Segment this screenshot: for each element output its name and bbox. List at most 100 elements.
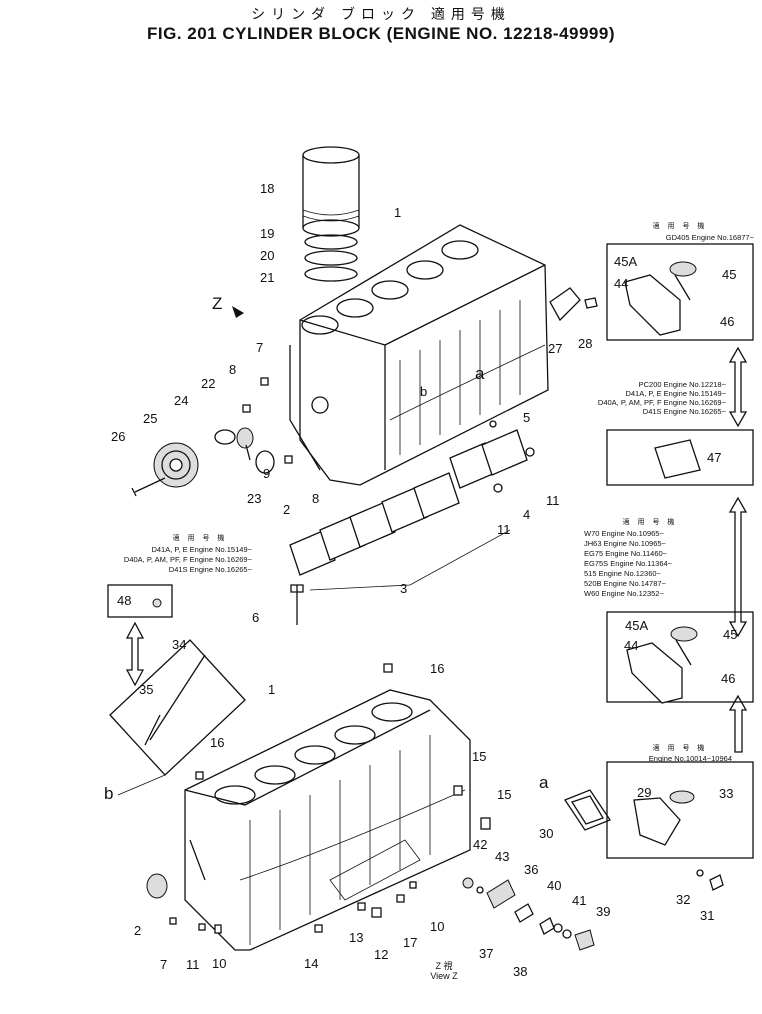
double-arrows [125,346,748,753]
callout-40: 40 [547,878,562,893]
callout-31: 31 [700,908,715,923]
callout-45a-1: 45A [614,254,638,269]
small-fittings-drawing [169,663,595,951]
callout-a-top: a [475,364,485,383]
callout-47: 47 [707,450,722,465]
note-box2-line1: PC200 Engine No.12218~ [638,380,726,389]
callout-45-2: 45 [723,627,738,642]
note-box2-line2: D41A, P, E Engine No.15149~ [625,389,726,398]
lower-cylinder-block-drawing [146,689,471,951]
callout-8b: 8 [312,491,320,506]
callout-16b: 16 [210,735,225,750]
callout-19: 19 [260,226,275,241]
note-box-4 [606,761,754,859]
cover-gasket-drawing [549,287,581,322]
callout-24: 24 [174,393,189,408]
callout-48: 48 [117,593,132,608]
callout-13: 13 [349,930,364,945]
note-box4-header: 適 用 号 機 [652,745,708,752]
callout-43: 43 [495,849,510,864]
note-box3-line1: W70 Engine No.10965~ [584,529,664,538]
callout-10b: 10 [430,919,445,934]
japanese-title: シリンダ ブロック 適用号機 [251,6,511,22]
callout-44-1: 44 [614,276,629,291]
callout-45-1: 45 [722,267,737,282]
note-left-line1: D41A, P, E Engine No.15149~ [151,545,252,554]
note-box4-line1: Engine No.10014~10964 [648,754,732,763]
cylinder-liner-drawing [302,146,360,282]
callout-35: 35 [139,682,154,697]
callout-5: 5 [523,410,531,425]
callout-7: 7 [256,340,264,355]
main-bearing-caps-drawing [289,429,528,591]
callout-23: 23 [247,491,262,506]
callout-17: 17 [403,935,418,950]
callout-20: 20 [260,248,275,263]
callout-14: 14 [304,956,319,971]
note-box3-header: 適 用 号 機 [622,519,678,526]
callout-37: 37 [479,946,494,961]
note-box3-line5: 515 Engine No.12360~ [584,569,661,578]
dipstick-box [109,639,246,776]
figure-title: FIG. 201 CYLINDER BLOCK (ENGINE NO. 1221… [146,24,616,43]
callout-36: 36 [524,862,539,877]
callout-39: 39 [596,904,611,919]
view-z-arrow [232,306,244,318]
washer-48-box [107,584,173,618]
note-box3-line3: EG75 Engine No.11460~ [584,549,668,558]
note-box2-line4: D41S Engine No.16265~ [642,407,726,416]
callout-15b: 15 [497,787,512,802]
callout-b-bottom: b [104,784,114,803]
callout-8: 8 [229,362,237,377]
callout-2: 2 [283,502,291,517]
note-left-header: 適 用 号 機 [172,535,228,542]
callout-28: 28 [578,336,593,351]
callout-32: 32 [676,892,691,907]
note-box1-line1: GD405 Engine No.16877~ [665,233,754,242]
note-box-1 [606,243,754,341]
note-box-2 [606,429,754,486]
note-left-line3: D41S Engine No.16265~ [168,565,252,574]
callout-18: 18 [260,181,275,196]
callout-9: 9 [263,466,271,481]
callout-11c: 11 [186,957,200,972]
callout-12: 12 [374,947,389,962]
callout-4: 4 [523,507,531,522]
callout-27: 27 [548,341,563,356]
note-left-line2: D40A, P, AM, PF, F Engine No.16269~ [123,555,252,564]
callout-41: 41 [572,893,587,908]
callout-21: 21 [260,270,275,285]
callout-46-1: 46 [720,314,735,329]
idler-gear-drawing [131,377,293,497]
note-box2-line3: D40A, P, AM, PF, F Engine No.16269~ [597,398,726,407]
note-box3-line6: 520B Engine No.14787~ [584,579,666,588]
callout-22: 22 [201,376,216,391]
note-box3-line7: W60 Engine No.12352~ [584,589,664,598]
bolt-28-drawing [584,297,598,309]
view-z-label: View Z [430,971,458,981]
callout-15a: 15 [472,749,487,764]
callout-29: 29 [637,785,652,800]
callout-11a: 11 [546,493,560,508]
callout-1: 1 [394,205,402,220]
callout-16a: 16 [430,661,445,676]
view-z-label-jp: Z 視 [435,961,453,971]
callout-7b: 7 [160,957,168,972]
bolt-6-drawing [290,584,304,625]
note-box1-header: 適 用 号 機 [652,223,708,230]
callout-42: 42 [473,837,488,852]
callout-45a-2: 45A [625,618,649,633]
callout-z: Z [212,294,223,313]
note-box3-line2: JH63 Engine No.10965~ [584,539,666,548]
callout-6: 6 [252,610,260,625]
callout-38: 38 [513,964,528,979]
callout-a-bottom: a [539,773,549,792]
callout-10a: 10 [212,956,227,971]
callout-3: 3 [400,581,408,596]
callout-33: 33 [719,786,734,801]
callout-26: 26 [111,429,126,444]
upper-cylinder-block-drawing [289,224,549,486]
callout-11b: 11 [497,522,511,537]
callout-44-2: 44 [624,638,639,653]
